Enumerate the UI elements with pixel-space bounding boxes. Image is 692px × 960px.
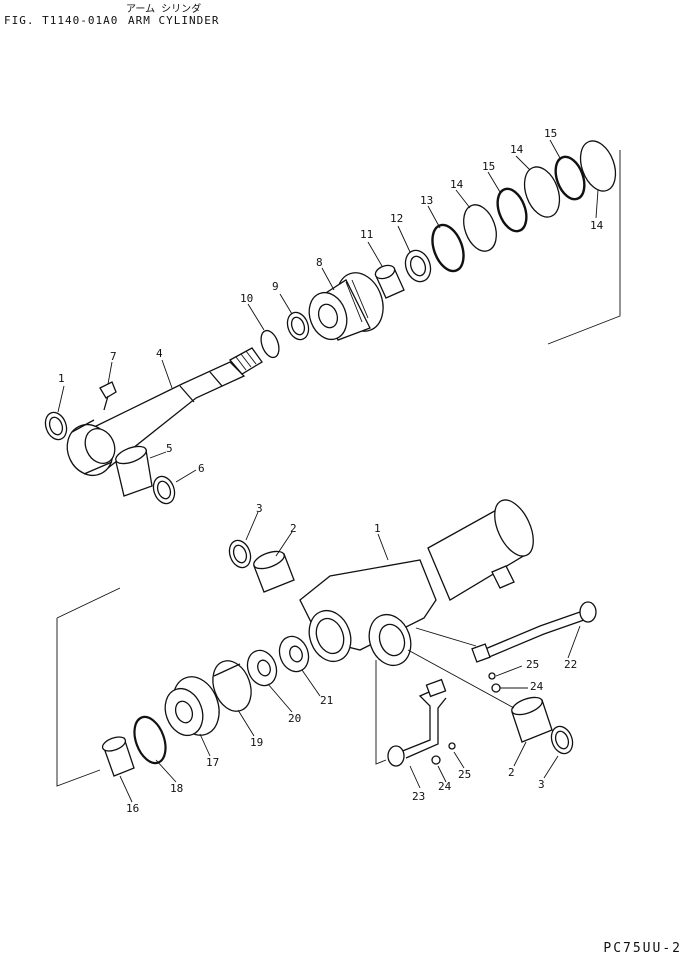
callout-14a: 14 bbox=[450, 178, 464, 191]
part-11-bushing bbox=[374, 264, 405, 299]
leader-lines bbox=[57, 139, 599, 803]
part-5-bushing bbox=[115, 445, 153, 497]
part-4-piston-rod bbox=[66, 347, 263, 476]
part-1-cylinder-tube bbox=[299, 499, 534, 667]
part-6-dust-seal-bushing bbox=[152, 475, 176, 505]
part-21-piston-nut bbox=[278, 635, 310, 673]
part-10-snap-ring bbox=[260, 329, 280, 359]
callout-18: 18 bbox=[170, 782, 183, 795]
part-8-cylinder-head bbox=[308, 272, 384, 341]
part-3-dust-seal-bottom bbox=[550, 725, 574, 755]
figure-title-japanese: アーム シリンダ bbox=[126, 4, 202, 15]
callout-12: 12 bbox=[390, 212, 403, 225]
tube-assembly bbox=[56, 499, 597, 787]
callout-1: 1 bbox=[374, 522, 381, 535]
callout-7: 7 bbox=[110, 350, 117, 363]
part-20-washer bbox=[246, 649, 278, 687]
part-13-o-ring bbox=[431, 223, 465, 273]
figure-title: ARM CYLINDER bbox=[128, 14, 220, 27]
part-15-o-ring-b bbox=[554, 155, 586, 201]
callout-3b: 3 bbox=[538, 778, 545, 791]
part-3-dust-seal-top bbox=[228, 539, 252, 569]
callout-9: 9 bbox=[272, 280, 279, 293]
rod-group-bracket bbox=[547, 150, 621, 345]
callout-20: 20 bbox=[288, 712, 301, 725]
part-24-bolt-a bbox=[491, 683, 501, 693]
callout-13: 13 bbox=[420, 194, 433, 207]
part-12-rod-seal bbox=[404, 249, 432, 283]
figure-code: FIG. T1140-01A0 bbox=[4, 14, 119, 27]
part-14-backup-ring-b bbox=[523, 166, 561, 218]
callout-3a: 3 bbox=[256, 502, 263, 515]
part-14-backup-ring-a bbox=[463, 204, 497, 252]
part-15-o-ring-a bbox=[496, 187, 528, 233]
part-17-piston bbox=[164, 676, 220, 737]
part-16-collar bbox=[101, 736, 135, 777]
callout-10: 10 bbox=[240, 292, 253, 305]
callout-24a: 24 bbox=[530, 680, 544, 693]
part-25-washer-a bbox=[488, 672, 496, 680]
part-23-pipe bbox=[387, 678, 447, 767]
part-19-wear-ring bbox=[212, 660, 252, 712]
tube-group-bracket-top bbox=[56, 587, 121, 619]
callout-labels: 1 7 4 5 6 10 9 8 11 12 13 14 15 14 15 14… bbox=[58, 127, 604, 815]
part-2-bushing-top bbox=[253, 550, 295, 593]
model-code: PC75UU-2 bbox=[603, 941, 682, 956]
part-2-bushing-bottom bbox=[511, 696, 553, 743]
callout-25a: 25 bbox=[526, 658, 539, 671]
callout-8: 8 bbox=[316, 256, 323, 269]
callout-21: 21 bbox=[320, 694, 333, 707]
tube-group-bracket-left bbox=[56, 618, 101, 787]
callout-17: 17 bbox=[206, 756, 219, 769]
rod-assembly bbox=[44, 140, 621, 505]
part-24-bolt-b bbox=[431, 755, 441, 765]
callout-2a: 2 bbox=[290, 522, 297, 535]
callout-4: 4 bbox=[156, 347, 163, 360]
pipe-22-guide-line bbox=[415, 627, 477, 647]
callout-24b: 24 bbox=[438, 780, 452, 793]
callout-23: 23 bbox=[412, 790, 425, 803]
part-14-backup-ring-c bbox=[579, 140, 617, 192]
pipe-guide-line bbox=[375, 660, 387, 765]
callout-19: 19 bbox=[250, 736, 263, 749]
part-7-grease-fitting bbox=[99, 381, 117, 411]
bushing-guide-line bbox=[407, 649, 515, 709]
callout-2b: 2 bbox=[508, 766, 515, 779]
callout-25b: 25 bbox=[458, 768, 471, 781]
callout-5: 5 bbox=[166, 442, 173, 455]
part-9-rod-packing bbox=[286, 311, 310, 341]
callout-15a: 15 bbox=[482, 160, 495, 173]
callout-16: 16 bbox=[126, 802, 139, 815]
callout-11: 11 bbox=[360, 228, 373, 241]
callout-15b: 15 bbox=[544, 127, 557, 140]
part-18-piston-ring bbox=[133, 715, 167, 765]
callout-14b: 14 bbox=[510, 143, 524, 156]
part-6-dust-seal-rod-end bbox=[44, 411, 68, 441]
callout-6b: 6 bbox=[198, 462, 205, 475]
part-22-pipe bbox=[471, 601, 597, 663]
callout-14c: 14 bbox=[590, 219, 604, 232]
callout-6a: 1 bbox=[58, 372, 65, 385]
callout-22: 22 bbox=[564, 658, 577, 671]
part-25-washer-b bbox=[448, 742, 456, 750]
